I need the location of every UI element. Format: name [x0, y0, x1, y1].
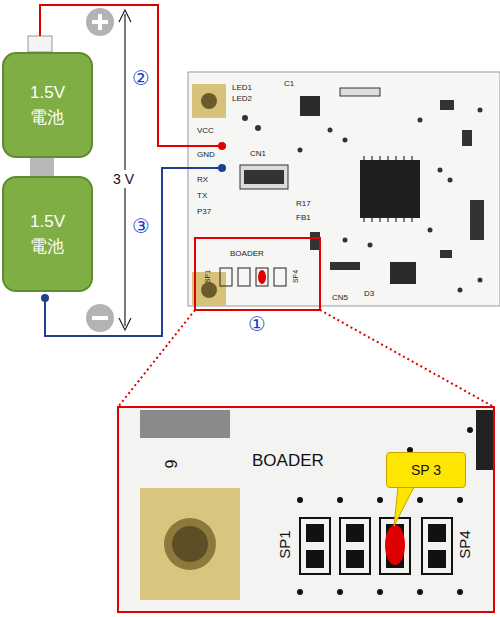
- part-label: FB1: [296, 214, 311, 222]
- plus-symbol: [86, 8, 114, 36]
- battery-terminal: [28, 36, 52, 52]
- part-label: BOADER: [252, 452, 324, 469]
- battery-box: 1.5V 電池: [2, 52, 93, 158]
- voltage-label: 3 V: [112, 170, 135, 188]
- part-label: SP4: [457, 530, 472, 558]
- callout-number: ③: [132, 216, 150, 236]
- battery-box: 1.5V 電池: [2, 176, 93, 292]
- pin-label: TX: [197, 192, 207, 200]
- wire-end: [218, 164, 226, 172]
- node-text: 1.5V 電池: [30, 209, 65, 260]
- callout-number: ②: [132, 68, 150, 88]
- wire-end: [41, 294, 49, 302]
- part-label: D3: [364, 290, 374, 298]
- pcb-board: [188, 72, 500, 310]
- part-label: CN5: [332, 294, 348, 302]
- battery-connector: [30, 158, 54, 176]
- part-label: SP1: [204, 270, 211, 283]
- pin-label: GND: [197, 151, 215, 159]
- part-label: CN1: [250, 150, 266, 158]
- pin-label: RX: [197, 176, 208, 184]
- part-label: 9: [164, 460, 180, 469]
- node-text: SP 3: [411, 460, 441, 481]
- part-label: C1: [284, 80, 294, 88]
- callout-number: ①: [248, 314, 266, 334]
- pin-label: VCC: [197, 127, 214, 135]
- part-label: BOADER: [230, 250, 264, 258]
- part-label: LED2: [232, 95, 252, 103]
- node-text: 1.5V 電池: [30, 80, 65, 131]
- minus-symbol: [86, 304, 114, 332]
- zoom-inset: [118, 407, 494, 612]
- zoom-line: [320, 310, 494, 407]
- wire-end: [218, 142, 226, 150]
- zoom-line: [118, 310, 195, 407]
- callout-box: SP 3: [386, 452, 466, 488]
- part-label: R17: [296, 200, 311, 208]
- part-label: SP1: [277, 530, 292, 558]
- part-label: SP4: [292, 270, 299, 283]
- pin-label: P37: [197, 208, 211, 216]
- part-label: LED1: [232, 84, 252, 92]
